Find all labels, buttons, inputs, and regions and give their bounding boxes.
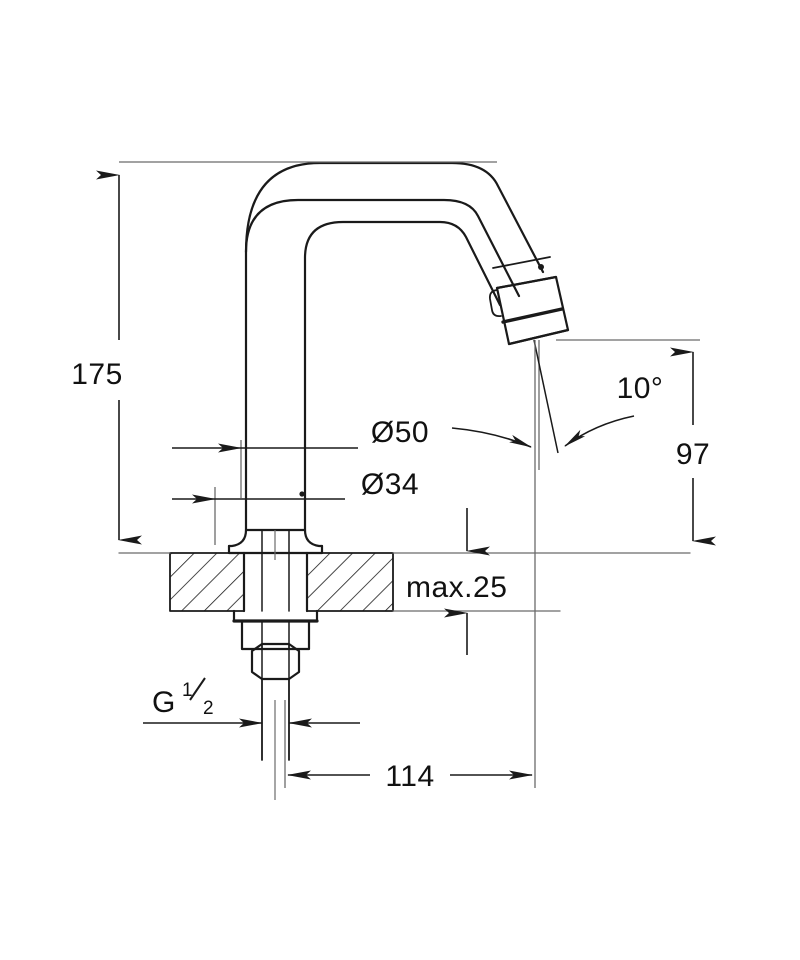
plate-reference-lines bbox=[118, 552, 691, 612]
mounting-plate bbox=[169, 552, 394, 612]
dimension-label-d34: Ø34 bbox=[361, 468, 419, 501]
dimension-label-angle: 10° bbox=[617, 372, 664, 405]
dimension-reach-114: 114 bbox=[284, 340, 536, 793]
dimension-outlet-angle: 10° bbox=[451, 339, 664, 470]
dimension-spout-height-97: 97 bbox=[556, 339, 716, 546]
dimension-body-diameter: Ø34 bbox=[172, 468, 419, 545]
dimension-plate-thickness: max.25 bbox=[406, 508, 507, 655]
dimension-height-175: 175 bbox=[71, 161, 497, 545]
dimension-label-d50: Ø50 bbox=[371, 416, 429, 449]
spout-inner-profile bbox=[303, 220, 502, 532]
angle-leader-left bbox=[451, 427, 532, 448]
thread-callout: G 1 2 bbox=[143, 677, 360, 728]
thread-label-numerator: 1 bbox=[182, 680, 193, 701]
spout-top-edge bbox=[244, 161, 545, 274]
fraction-bar bbox=[189, 677, 206, 701]
dimension-flange-diameter: Ø50 bbox=[172, 416, 429, 498]
dimension-label-max25: max.25 bbox=[406, 571, 507, 604]
tap-shank bbox=[242, 551, 309, 613]
aerator-collar bbox=[488, 256, 570, 346]
thread-label-prefix: G bbox=[152, 686, 176, 719]
spout-outer-profile bbox=[244, 198, 521, 532]
dimension-label-175: 175 bbox=[71, 358, 123, 391]
dimension-label-114: 114 bbox=[385, 760, 434, 793]
angle-leader-right bbox=[564, 415, 635, 447]
outlet-axis-line bbox=[533, 339, 559, 454]
thread-label-denominator: 2 bbox=[203, 698, 214, 719]
dimension-label-97: 97 bbox=[676, 438, 710, 471]
